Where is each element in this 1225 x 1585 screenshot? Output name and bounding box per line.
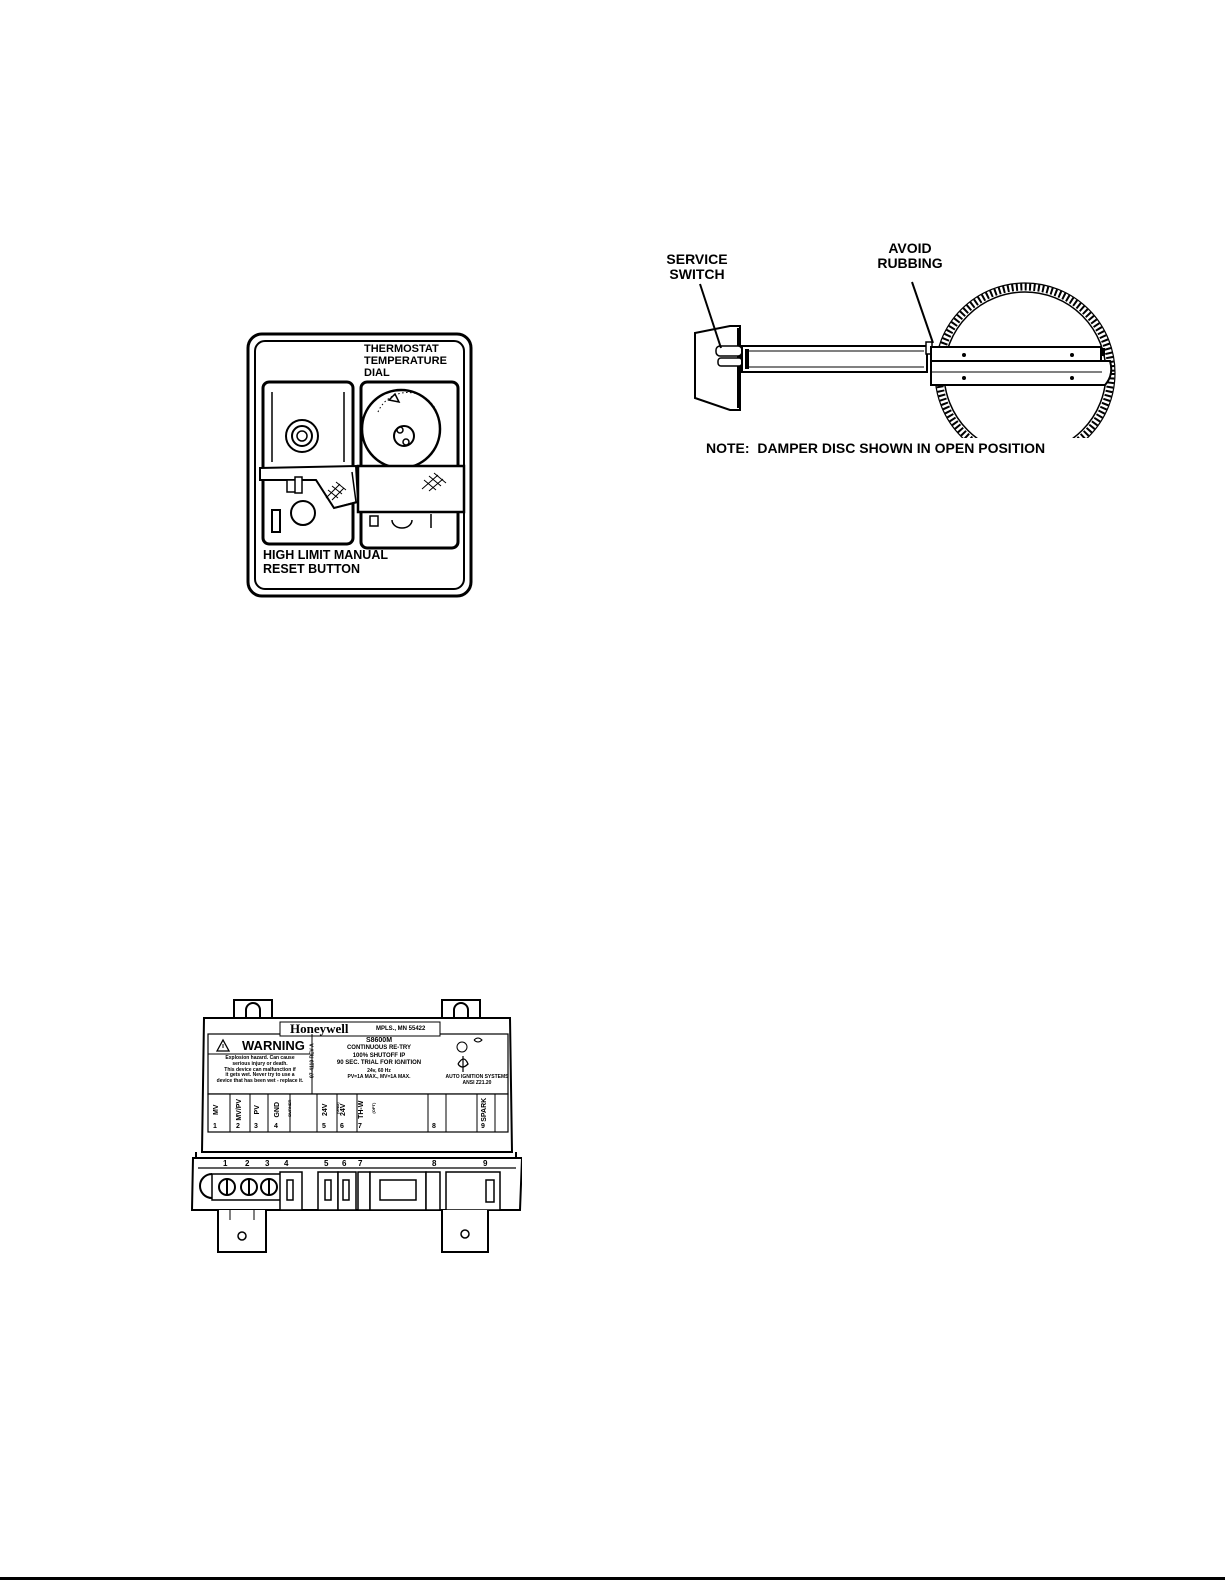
label-line: SWITCH — [669, 266, 725, 283]
warning-line: device that has been wet - replace it. — [216, 1078, 304, 1084]
terminal-label: 24V — [340, 1103, 348, 1117]
terminal-label: MV — [213, 1104, 221, 1116]
warning-text: Explosion hazard. Can cause serious inju… — [210, 1055, 310, 1085]
ignition-module-figure: Honeywell MPLS., MN 55422 WARNING Explos… — [190, 998, 524, 1256]
spec-line: CONTINUOUS RE-TRY — [346, 1045, 412, 1051]
label-line: SERVICE — [666, 251, 728, 267]
cert-text: AUTO IGNITION SYSTEMS ANSI Z21.20 — [442, 1074, 512, 1086]
label-line: AVOID — [888, 240, 932, 256]
connector-number: 1 — [223, 1159, 228, 1168]
thermostat-figure: THERMOSTAT TEMPERATURE DIAL HIGH LIMIT M… — [246, 332, 473, 598]
connector-number: 4 — [284, 1159, 289, 1168]
avoid-rubbing-label: AVOID RUBBING — [873, 240, 947, 272]
label-line: DIAL — [364, 366, 390, 379]
terminal-number: 4 — [274, 1123, 278, 1130]
label-line: RUBBING — [877, 255, 943, 272]
label-line: HIGH LIMIT MANUAL — [263, 548, 388, 562]
model-number: S8600M — [365, 1037, 393, 1044]
location-text: MPLS., MN 55422 — [376, 1026, 426, 1032]
spec-line: 100% SHUTOFF IP — [352, 1052, 406, 1059]
terminal-sublabel: BURNER — [286, 1099, 292, 1117]
warning-title: WARNING — [242, 1038, 305, 1053]
damper-figure: SERVICE SWITCH AVOID RUBBING NOTE: DAMPE… — [666, 238, 1120, 470]
thermostat-drawing — [246, 332, 473, 598]
terminal-label: PV — [254, 1105, 262, 1115]
terminal-sublabel: (OPT) — [370, 1102, 376, 1114]
label-line: THERMOSTAT — [364, 343, 439, 355]
terminal-number: 2 — [236, 1123, 240, 1130]
connector-number: 8 — [432, 1159, 437, 1168]
connector-number: 9 — [483, 1159, 488, 1168]
terminal-label: SPARK — [481, 1097, 489, 1122]
brand-logo: Honeywell — [290, 1021, 349, 1036]
connector-number: 6 — [342, 1159, 347, 1168]
spec-line: PV=1A MAX., MV=1A MAX. — [347, 1073, 411, 1080]
connector-number: 7 — [358, 1159, 363, 1168]
cert-line: ANSI Z21.20 — [462, 1080, 492, 1086]
spec-line: 24v, 60 Hz — [367, 1067, 391, 1074]
terminal-number: 8 — [432, 1123, 436, 1130]
terminal-number: 5 — [322, 1123, 326, 1130]
terminal-number: 6 — [340, 1123, 344, 1130]
reset-button-label: HIGH LIMIT MANUAL RESET BUTTON — [263, 548, 388, 576]
terminal-number: 3 — [254, 1123, 258, 1130]
warning-line: Explosion hazard. Can cause — [225, 1055, 295, 1061]
warning-line: This device can malfunction if — [224, 1066, 296, 1073]
terminal-label: 24V — [322, 1103, 330, 1117]
ignition-module-drawing — [190, 999, 524, 1253]
connector-number: 5 — [324, 1159, 329, 1168]
terminal-label: MV/PV — [236, 1098, 244, 1121]
service-switch-label: SERVICE SWITCH — [666, 251, 728, 283]
terminal-label: GND — [274, 1101, 282, 1118]
thermostat-dial-label: THERMOSTAT TEMPERATURE DIAL — [364, 343, 447, 380]
terminal-number: 1 — [213, 1123, 217, 1130]
terminal-label: TH-W — [358, 1100, 366, 1119]
connector-number: 2 — [245, 1159, 250, 1168]
connector-number: 3 — [265, 1159, 270, 1168]
cert-line: AUTO IGNITION SYSTEMS — [445, 1074, 509, 1080]
warning-line: it gets wet. Never try to use a — [225, 1072, 295, 1079]
page-footer-rule — [0, 1577, 1225, 1580]
damper-note: NOTE: DAMPER DISC SHOWN IN OPEN POSITION — [706, 440, 1046, 456]
terminal-number: 7 — [358, 1123, 362, 1130]
spec-list: CONTINUOUS RE-TRY 100% SHUTOFF IP 90 SEC… — [314, 1045, 444, 1080]
terminal-number: 9 — [481, 1123, 485, 1130]
label-line: RESET BUTTON — [263, 561, 360, 576]
spec-line: 90 SEC. TRIAL FOR IGNITION — [336, 1060, 422, 1066]
warning-line: serious injury or death. — [232, 1060, 288, 1067]
label-line: TEMPERATURE — [364, 354, 447, 367]
